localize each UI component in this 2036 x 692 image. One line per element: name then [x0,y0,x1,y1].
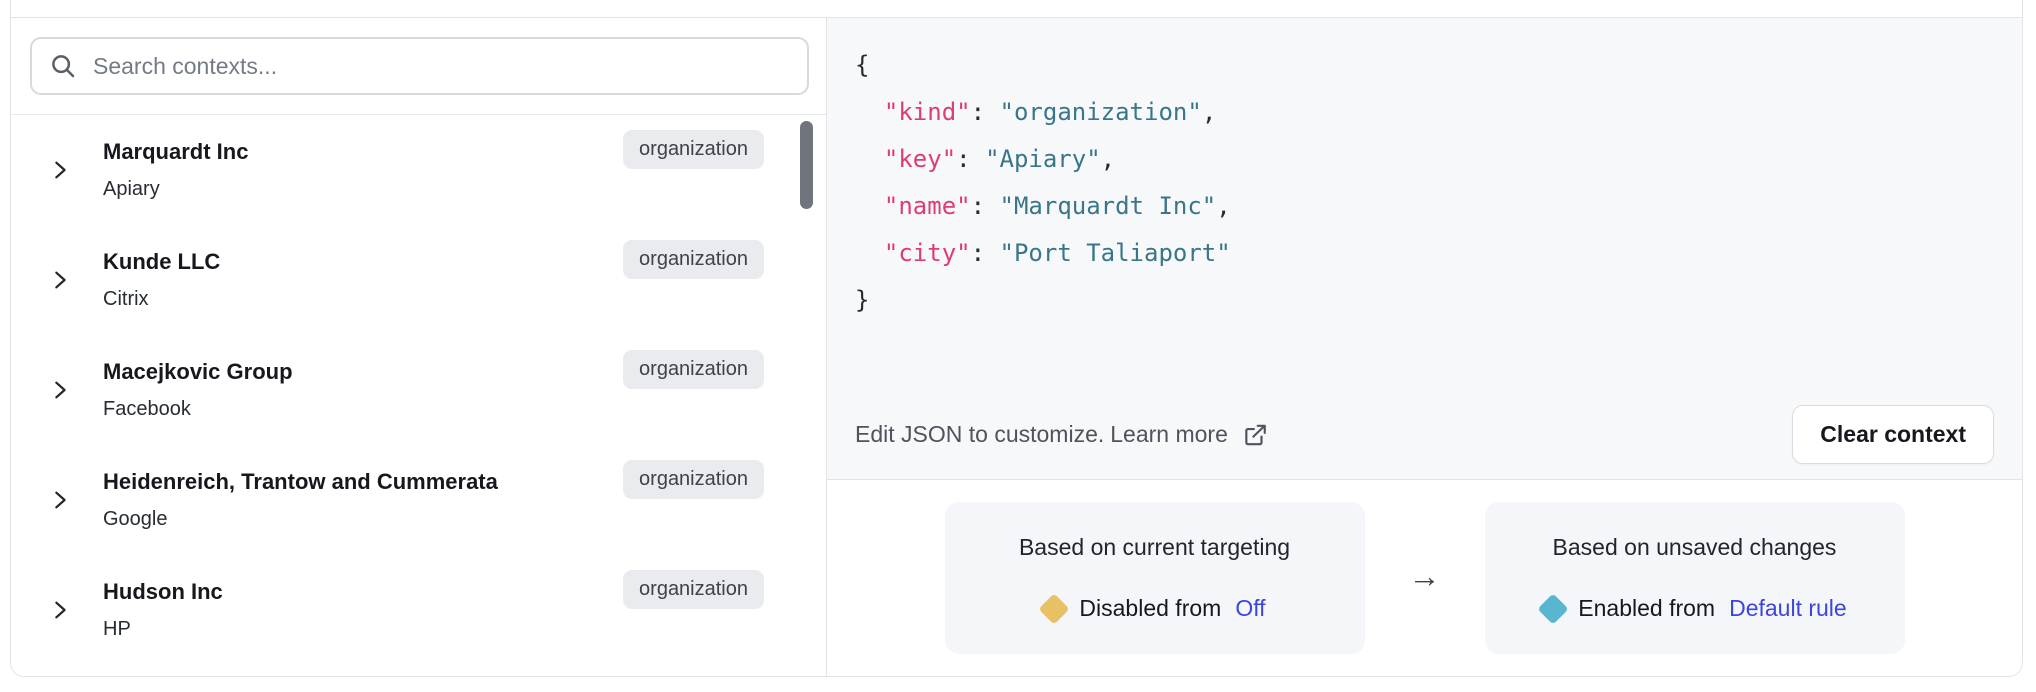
context-key: Facebook [103,398,191,420]
context-kind-badge: organization [623,240,764,279]
search-icon [48,51,78,81]
current-rule-link[interactable]: Off [1235,595,1266,621]
chevron-right-icon[interactable] [49,597,71,623]
unsaved-status-text: Enabled from [1578,595,1716,621]
context-name: Hudson Inc [103,579,223,604]
code-line: { [855,51,870,79]
context-name: Macejkovic Group [103,359,293,384]
json-editor-section: { "kind": "organization", "key": "Apiary… [827,18,2022,480]
code-line: } [855,286,870,314]
code-line: "city": "Port Taliaport" [883,239,1231,267]
current-targeting-title: Based on current targeting [1018,534,1291,560]
unsaved-rule-link[interactable]: Default rule [1729,595,1847,621]
context-kind-badge: organization [623,570,764,609]
code-line: "key": "Apiary", [883,145,1116,173]
context-key: Google [103,508,168,530]
scrollbar-thumb[interactable] [800,121,813,209]
search-input[interactable] [93,52,791,80]
search-section [11,18,826,115]
code-line: "name": "Marquardt Inc", [883,192,1231,220]
json-editor[interactable]: { "kind": "organization", "key": "Apiary… [855,42,1994,324]
top-divider [11,0,2022,18]
learn-more-link[interactable]: Learn more [1110,421,1228,447]
current-status-text: Disabled from [1079,595,1222,621]
chevron-right-icon[interactable] [49,157,71,183]
context-key: Apiary [103,178,160,200]
context-key: Citrix [103,288,149,310]
context-kind-badge: organization [623,460,764,499]
chevron-right-icon[interactable] [49,377,71,403]
context-detail-panel: { "kind": "organization", "key": "Apiary… [827,18,2022,676]
chevron-right-icon[interactable] [49,487,71,513]
context-key: HP [103,618,131,640]
context-list-item[interactable]: Kunde LLC Citrix organization [11,225,826,335]
targeting-comparison: Based on current targeting Disabled from… [827,480,2022,676]
json-footer: Edit JSON to customize. Learn more Clear… [855,405,1994,464]
code-line: "kind": "organization", [883,98,1217,126]
unsaved-variation-diamond [1537,592,1569,625]
unsaved-changes-status: Enabled from Default rule [1537,592,1847,625]
current-variation-diamond [1038,592,1070,625]
clear-context-button[interactable]: Clear context [1792,405,1994,464]
context-kind-badge: organization [623,350,764,389]
unsaved-changes-title: Based on unsaved changes [1552,534,1837,560]
context-kind-badge: organization [623,130,764,169]
search-box[interactable] [30,37,809,95]
unsaved-changes-card: Based on unsaved changes Enabled from De… [1484,502,1905,654]
edit-json-text: Edit JSON to customize. [855,421,1105,447]
current-targeting-status: Disabled from Off [1038,592,1266,625]
context-name: Heidenreich, Trantow and Cummerata [103,469,498,494]
external-link-icon [1242,422,1268,448]
context-text: Kunde LLC Citrix [103,249,220,311]
chevron-right-icon[interactable] [49,267,71,293]
current-targeting-card: Based on current targeting Disabled from… [944,502,1365,654]
context-name: Marquardt Inc [103,139,249,164]
arrow-right-icon: → [1408,557,1441,594]
context-name: Kunde LLC [103,249,221,274]
edit-json-hint: Edit JSON to customize. Learn more [855,421,1268,448]
